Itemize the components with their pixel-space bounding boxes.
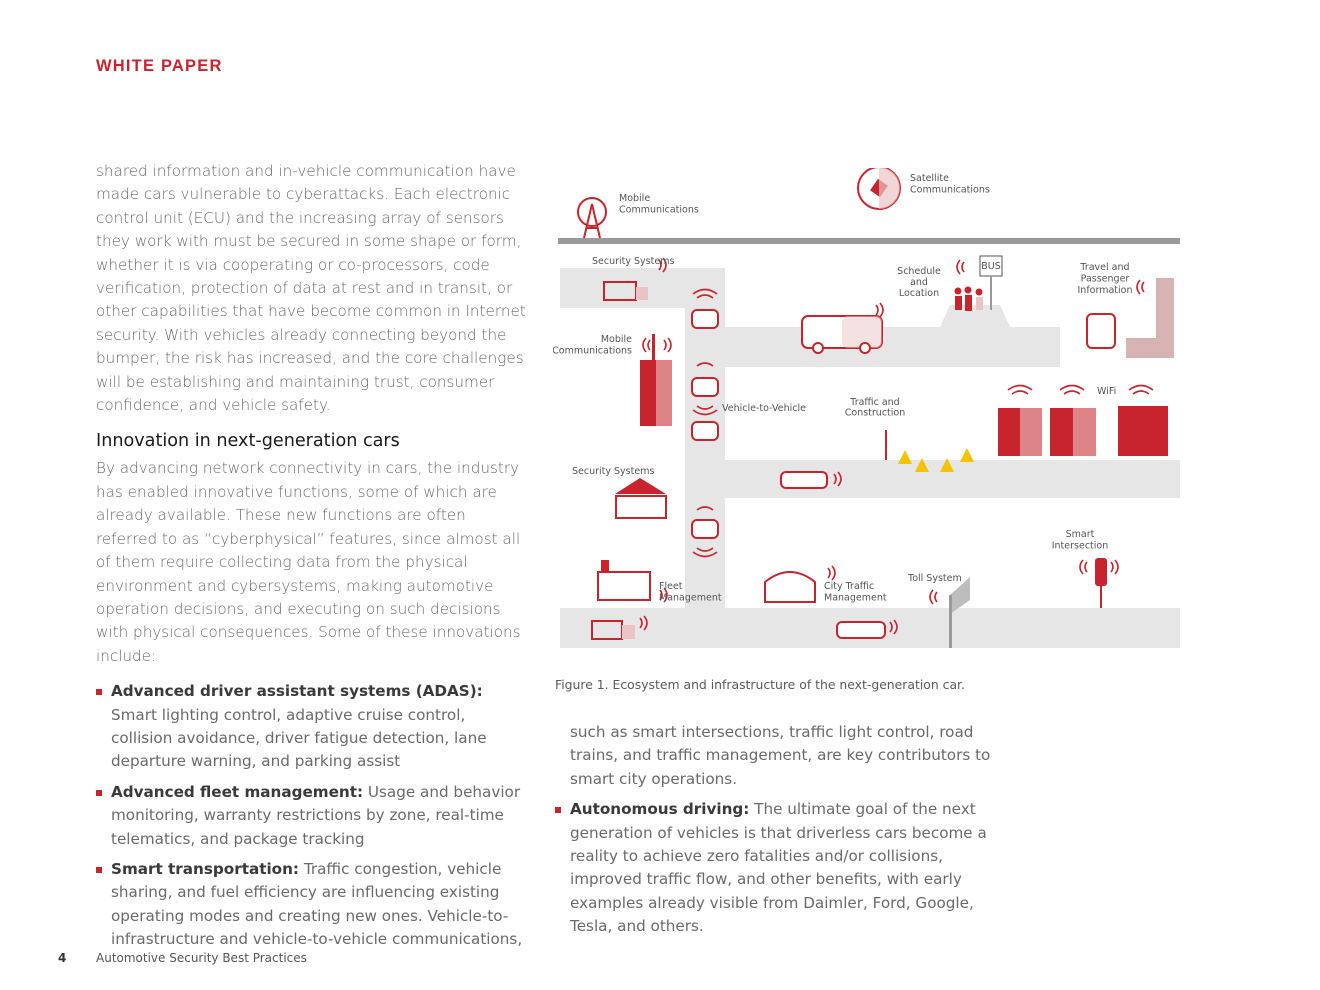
bus-icon — [801, 315, 883, 354]
bank-icon — [615, 478, 667, 519]
page-number: 4 — [58, 951, 67, 965]
innovation-list: Advanced driver assistant systems (ADAS)… — [96, 680, 528, 951]
bullet-text: Smart lighting control, adaptive cruise … — [111, 705, 487, 771]
road — [685, 460, 1180, 498]
car-icon — [691, 309, 719, 539]
label-wifi: WiFi — [1097, 386, 1116, 397]
bullet-term: Advanced driver assistant systems (ADAS)… — [111, 682, 483, 701]
section-paragraph: By advancing network connectivity in car… — [96, 459, 521, 665]
wifi-signal-icon — [639, 257, 1154, 635]
traffic-light-icon — [1095, 558, 1107, 608]
bullet-term: Smart transportation: — [111, 859, 299, 878]
bus-sign-icon — [979, 255, 1003, 310]
label-security-systems-2: Security Systems — [572, 466, 654, 477]
footer-title: Automotive Security Best Practices — [96, 951, 307, 965]
train-icon — [1086, 313, 1116, 349]
factory-icon — [597, 560, 651, 601]
cone-icon — [898, 448, 974, 472]
label-bus-sign: BUS — [981, 261, 1001, 272]
bullet-term: Advanced fleet management: — [111, 782, 364, 801]
list-item: Advanced driver assistant systems (ADAS)… — [96, 680, 528, 774]
toll-gate-icon — [949, 577, 970, 648]
label-toll: Toll System — [907, 573, 962, 584]
truck-icon — [603, 281, 648, 301]
platform — [1156, 278, 1174, 358]
office-buildings-icon — [998, 406, 1168, 456]
label-security-systems: Security Systems — [592, 256, 674, 267]
bullet-text: The ultimate goal of the next generation… — [570, 800, 987, 936]
cell-tower-icon — [577, 197, 607, 239]
bullet-text: such as smart intersections, traffic lig… — [570, 723, 991, 788]
car-icon — [780, 471, 828, 489]
bullet-text: Traffic congestion, vehicle sharing, and… — [111, 859, 523, 949]
list-item: Smart transportation: Traffic congestion… — [96, 858, 528, 952]
list-item-continuation: such as smart intersections, traffic lig… — [555, 721, 995, 791]
right-column: such as smart intersections, traffic lig… — [555, 721, 995, 946]
list-item: Advanced fleet management: Usage and beh… — [96, 781, 528, 851]
innovation-list-continued: such as smart intersections, traffic lig… — [555, 721, 995, 939]
rail-line — [558, 238, 1180, 244]
section-heading: Innovation in next-generation cars — [96, 431, 400, 452]
car-icon — [836, 621, 886, 639]
building-icon — [640, 334, 672, 426]
label-v2v: Vehicle-to-Vehicle — [722, 403, 806, 414]
bus-stop-platform — [940, 305, 1010, 327]
people-icon — [954, 286, 983, 311]
satellite-icon — [857, 168, 901, 210]
list-item: Autonomous driving: The ultimate goal of… — [555, 798, 995, 938]
left-column: shared information and in-vehicle commun… — [96, 160, 528, 959]
city-hall-icon — [764, 571, 816, 603]
bullet-text: Usage and behavior monitoring, warranty … — [111, 782, 521, 848]
bullet-term: Autonomous driving: — [570, 800, 750, 819]
truck-icon — [591, 620, 635, 640]
sign-pole — [885, 430, 887, 460]
document-label: WHITE PAPER — [96, 57, 223, 75]
intro-paragraph: shared information and in-vehicle commun… — [96, 162, 526, 415]
figure-caption: Figure 1. Ecosystem and infrastructure o… — [555, 677, 965, 692]
